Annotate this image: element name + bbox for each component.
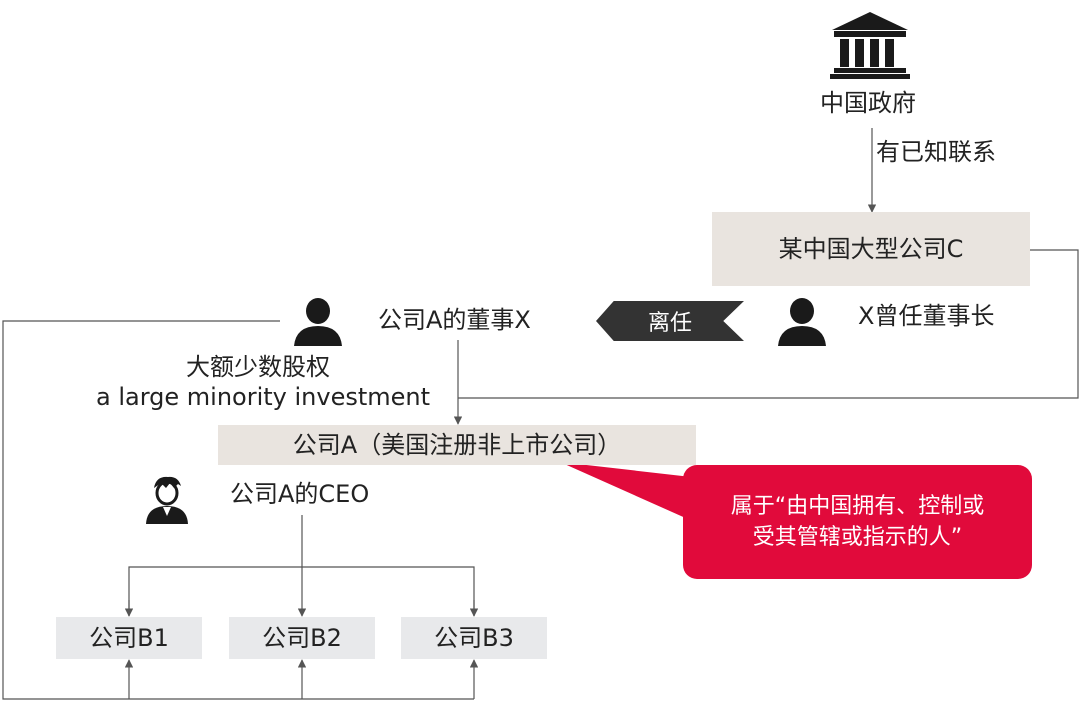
company-b3-label: 公司B3 xyxy=(434,624,514,652)
person-icon xyxy=(776,296,828,346)
company-c-box: 某中国大型公司C xyxy=(712,212,1030,286)
company-a-label: 公司A（美国注册非上市公司） xyxy=(292,431,622,459)
person-icon xyxy=(292,296,344,346)
company-b3-box: 公司B3 xyxy=(401,617,547,659)
bank-building-icon xyxy=(828,10,912,80)
ceo-label: 公司A的CEO xyxy=(230,480,370,508)
company-b2-box: 公司B2 xyxy=(229,617,375,659)
government-label: 中国政府 xyxy=(820,89,916,117)
company-b1-label: 公司B1 xyxy=(89,624,169,652)
ceo-person-icon xyxy=(144,474,190,524)
leave-tag: 离任 xyxy=(596,301,744,341)
company-a-box: 公司A（美国注册非上市公司） xyxy=(218,425,696,465)
director-x-label: 公司A的董事X xyxy=(378,306,531,334)
callout-line-1: 属于“由中国拥有、控制或 xyxy=(730,494,985,519)
classification-callout: 属于“由中国拥有、控制或 受其管辖或指示的人” xyxy=(683,465,1032,579)
former-chair-label: X曾任董事长 xyxy=(858,302,995,330)
company-b2-label: 公司B2 xyxy=(262,624,342,652)
company-b1-box: 公司B1 xyxy=(56,617,202,659)
callout-line-2: 受其管辖或指示的人” xyxy=(752,525,963,550)
company-c-label: 某中国大型公司C xyxy=(778,235,964,263)
leave-tag-label: 离任 xyxy=(647,311,692,336)
known-link-label: 有已知联系 xyxy=(876,138,996,166)
stake-cn-label: 大额少数股权 xyxy=(186,353,330,381)
stake-en-label: a large minority investment xyxy=(96,383,431,411)
